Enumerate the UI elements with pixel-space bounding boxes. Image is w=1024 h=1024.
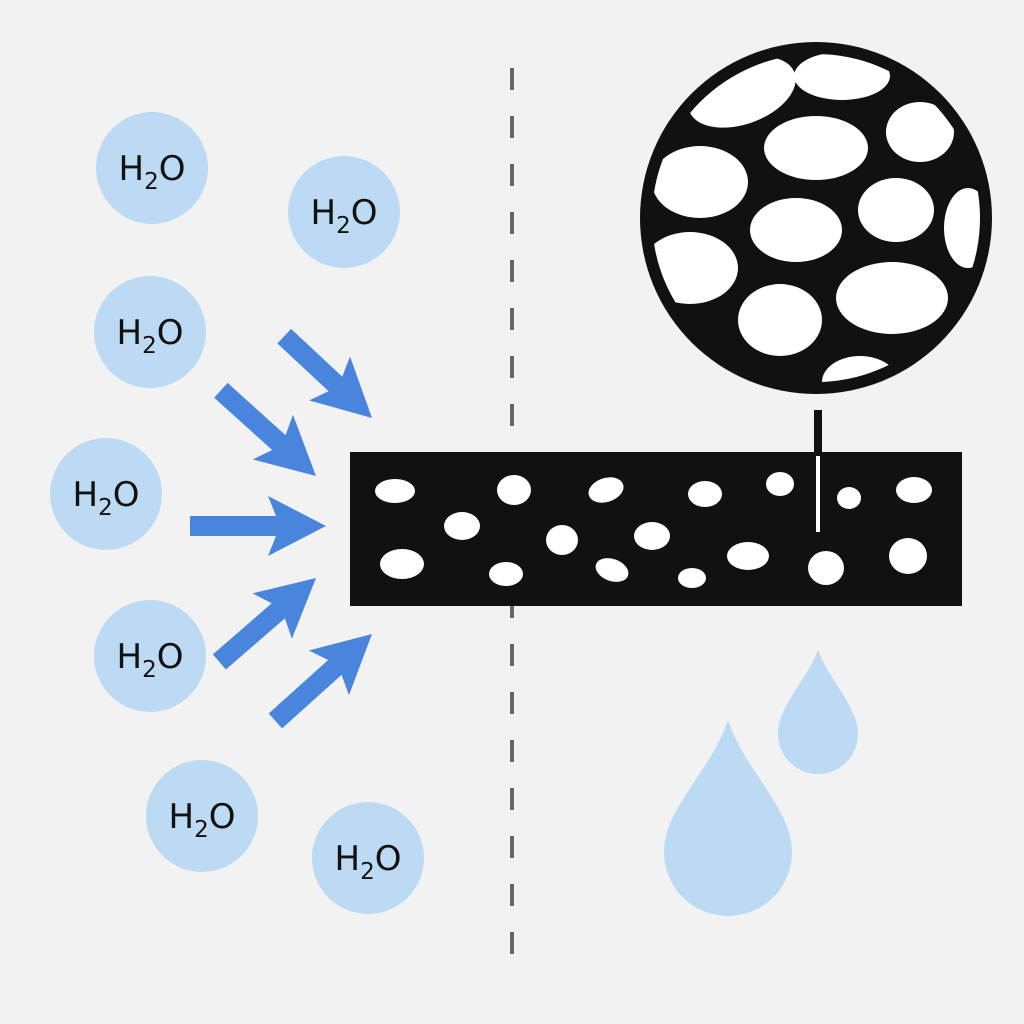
svg-text:H2O: H2O — [117, 637, 184, 683]
water-molecule-icon: H2O — [94, 276, 206, 388]
water-molecule-icon: H2O — [288, 156, 400, 268]
arrow-icon — [190, 496, 326, 556]
magnified-pores — [652, 54, 980, 382]
water-droplets — [664, 650, 858, 916]
magnifier-icon — [640, 42, 992, 536]
svg-text:H2O: H2O — [119, 149, 186, 195]
water-molecule-icon: H2O — [50, 438, 162, 550]
arrow-icon — [277, 328, 372, 418]
water-molecule-icon: H2O — [96, 112, 208, 224]
arrow-icon — [212, 578, 316, 670]
svg-text:H2O: H2O — [117, 313, 184, 359]
water-molecule-icon: H2O — [146, 760, 258, 872]
svg-text:H2O: H2O — [169, 797, 236, 843]
membrane-pores — [375, 472, 932, 588]
water-droplet-icon — [664, 720, 792, 916]
arrow-icon — [214, 382, 316, 476]
flow-arrows — [190, 328, 372, 729]
water-molecule-icon: H2O — [312, 802, 424, 914]
water-molecules: H2O H2O H2O H2O H2O H2O H2O — [50, 112, 424, 914]
svg-text:H2O: H2O — [335, 839, 402, 885]
arrow-icon — [268, 634, 372, 729]
svg-text:H2O: H2O — [311, 193, 378, 239]
membrane-icon — [350, 452, 962, 606]
water-molecule-icon: H2O — [94, 600, 206, 712]
water-droplet-icon — [778, 650, 858, 774]
svg-text:H2O: H2O — [73, 475, 140, 521]
